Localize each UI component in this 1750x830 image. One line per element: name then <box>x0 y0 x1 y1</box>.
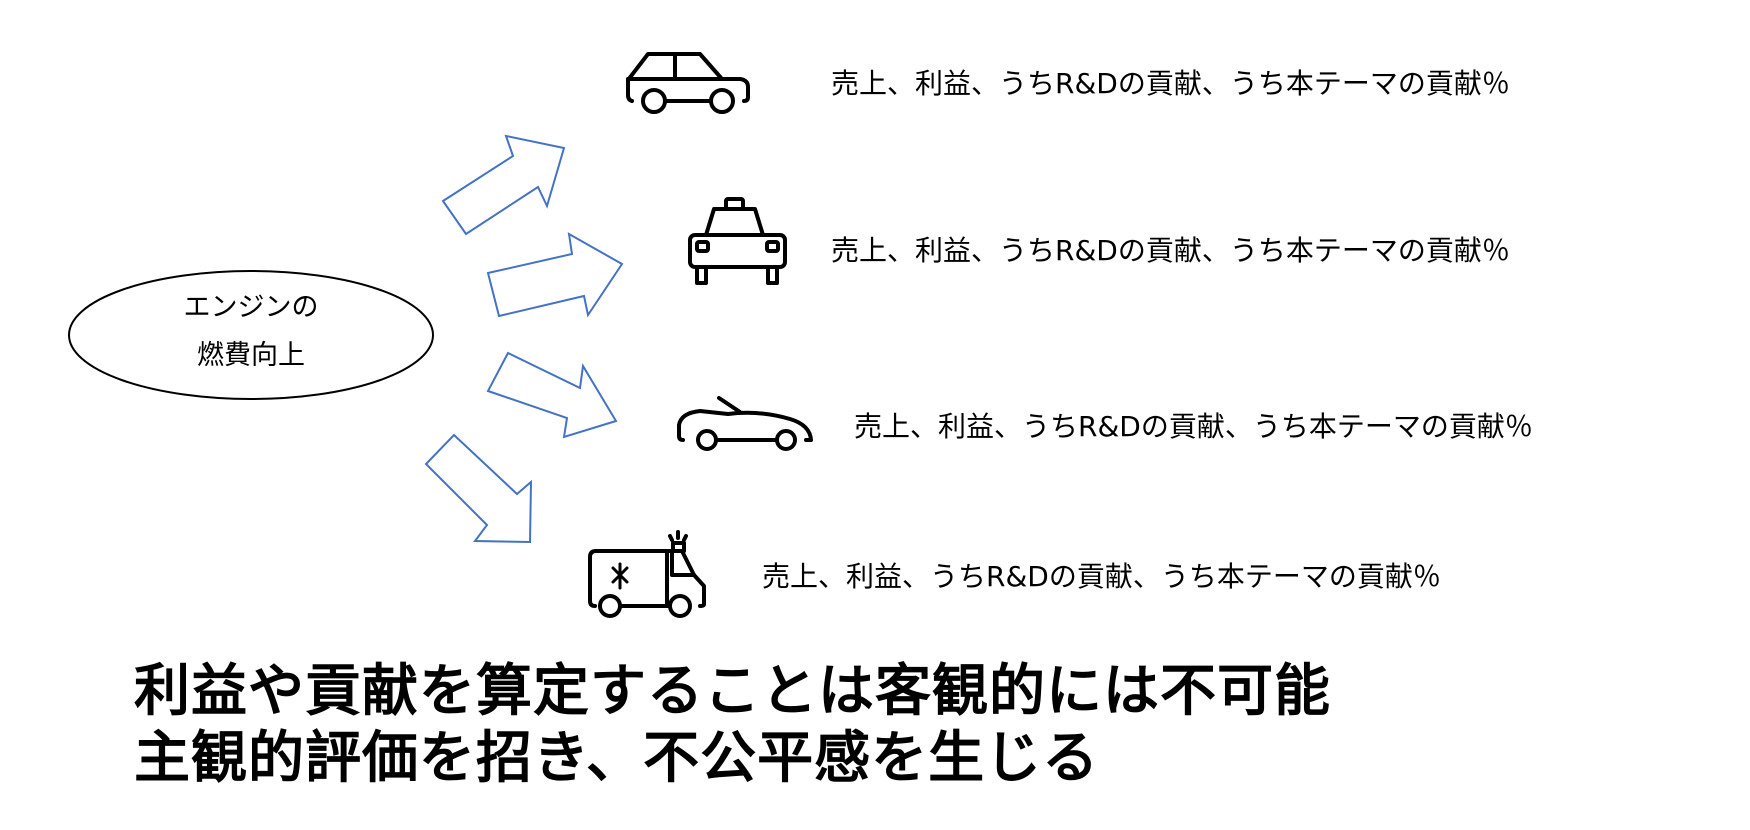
source-label-line2: 燃費向上 <box>197 340 305 371</box>
row-convertible-text: 売上、利益、うちR&Dの貢献、うち本テーマの貢献％ <box>854 410 1533 443</box>
sedan-car-icon <box>626 52 750 114</box>
row-ambulance-text: 売上、利益、うちR&Dの貢献、うち本テーマの貢献％ <box>762 560 1441 593</box>
arrow-to-convertible <box>486 351 618 439</box>
row-sedan-text: 売上、利益、うちR&Dの貢献、うち本テーマの貢献％ <box>831 67 1510 100</box>
arrow-to-taxi <box>486 232 624 318</box>
ambulance-icon <box>588 530 706 618</box>
arrow-to-sedan <box>441 134 566 236</box>
source-label-line1: エンジンの <box>183 292 319 323</box>
convertible-car-icon <box>677 396 813 451</box>
row-taxi-text: 売上、利益、うちR&Dの貢献、うち本テーマの貢献％ <box>831 234 1510 267</box>
source-ellipse <box>68 270 434 400</box>
conclusion-line1: 利益や貢献を算定することは客観的には不可能 <box>134 659 1331 724</box>
arrow-to-ambulance <box>424 433 533 544</box>
conclusion-line2: 主観的評価を招き、不公平感を生じる <box>134 726 1100 791</box>
taxi-icon <box>688 197 787 285</box>
